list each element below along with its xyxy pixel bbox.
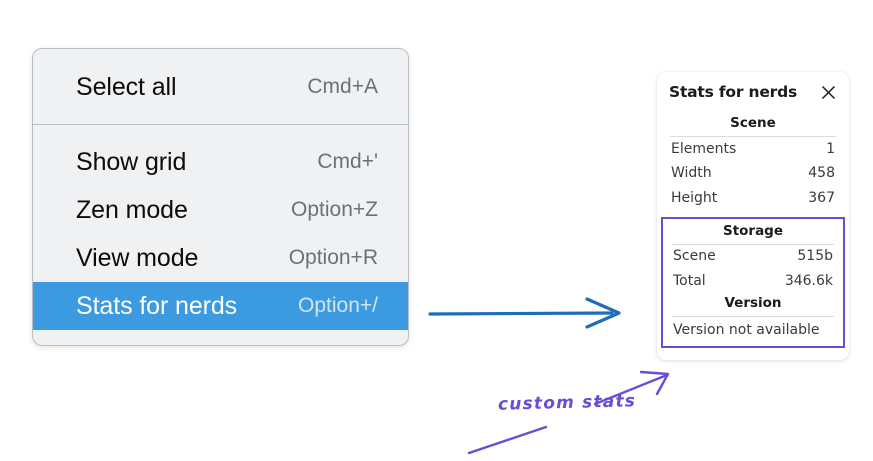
stat-value: 515b [797,248,833,264]
menu-separator [33,124,408,125]
menu-item-label: Select all [76,72,177,101]
version-heading: Version [724,294,782,311]
menu-item-shortcut: Option+R [288,246,378,269]
storage-heading: Storage [722,222,784,239]
table-row: Scene 515b [671,245,835,270]
stat-value: 1 [826,140,835,157]
menu-item-label: Zen mode [76,195,188,224]
table-row: Elements 1 [669,137,837,162]
version-section: Version Version not available [671,294,835,340]
menu-item-show-grid[interactable]: Show grid Cmd+' [33,138,408,186]
table-row: Width 458 [669,162,837,187]
panel-header: Stats for nerds [669,83,837,101]
menu-item-label: View mode [76,243,199,272]
menu-item-shortcut: Cmd+' [317,150,378,173]
stat-key: Height [671,189,718,206]
stat-key: Width [671,165,712,181]
menu-item-shortcut: Option+Z [291,198,378,221]
version-text: Version not available [673,321,820,338]
stat-key: Total [673,272,706,289]
scene-section: Scene Elements 1 Width 458 Height 367 [669,114,837,213]
context-menu[interactable]: Select all Cmd+A Show grid Cmd+' Zen mod… [32,48,409,346]
menu-item-zen-mode[interactable]: Zen mode Option+Z [33,186,408,234]
stat-value: 458 [808,165,835,181]
stats-for-nerds-panel: Stats for nerds Scene Elements 1 Width 4… [657,72,849,360]
custom-stats-highlight-box: Storage Scene 515b Total 346.6k Version … [661,216,845,348]
menu-item-stats-for-nerds[interactable]: Stats for nerds Option+/ [33,282,408,330]
table-row: Height 367 [669,186,837,211]
stat-value: 367 [808,189,835,206]
blue-arrow-icon [428,297,621,329]
stat-key: Scene [673,248,716,264]
stat-value: 346.6k [784,272,833,289]
handwritten-note: custom stats [497,391,637,415]
menu-item-shortcut: Option+/ [298,294,378,317]
divider [672,315,834,317]
menu-group-1: Select all Cmd+A [33,49,408,124]
divider [670,136,836,137]
menu-item-select-all[interactable]: Select all Cmd+A [33,63,408,111]
purple-underline-stroke [467,425,548,455]
menu-item-view-mode[interactable]: View mode Option+R [33,234,408,282]
divider [672,243,834,245]
menu-group-2: Show grid Cmd+' Zen mode Option+Z View m… [33,125,408,345]
menu-item-label: Stats for nerds [76,291,238,320]
stat-key: Elements [671,140,737,157]
storage-section: Storage Scene 515b Total 346.6k [671,222,835,294]
close-icon[interactable] [820,84,837,101]
menu-item-shortcut: Cmd+A [307,75,378,98]
menu-item-label: Show grid [76,147,187,176]
table-row: Total 346.6k [671,269,835,294]
panel-title: Stats for nerds [669,83,798,101]
scene-heading: Scene [730,115,776,131]
